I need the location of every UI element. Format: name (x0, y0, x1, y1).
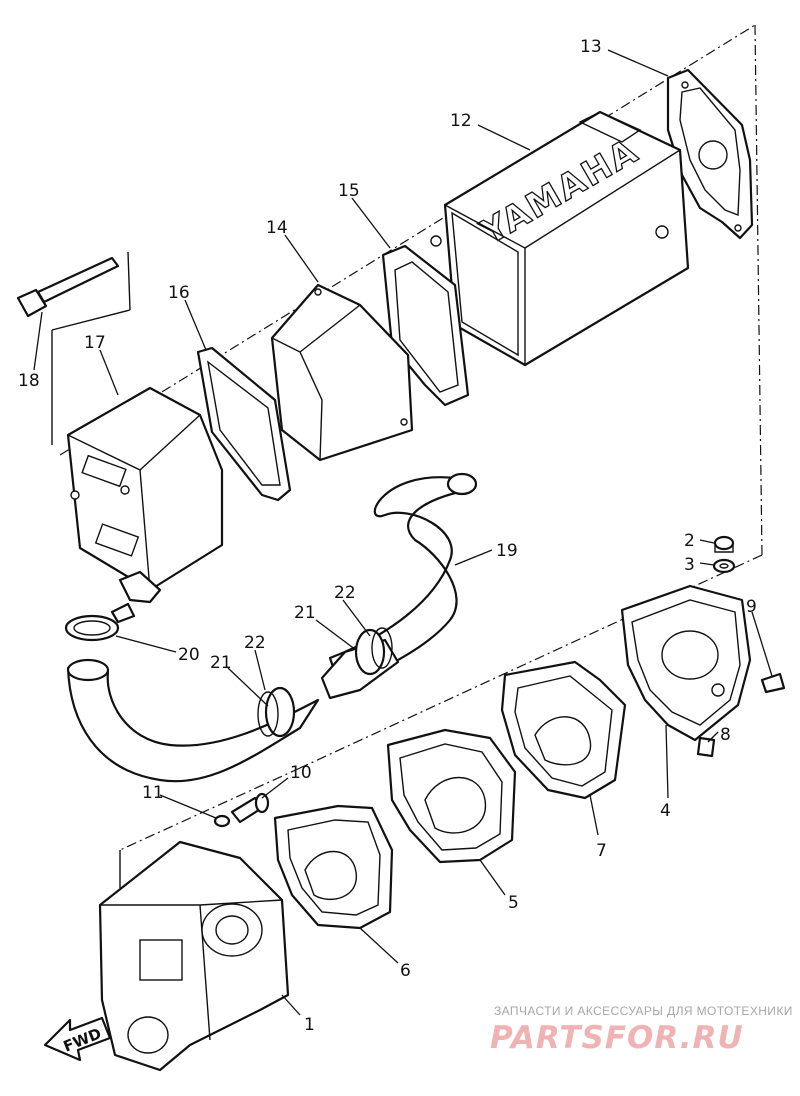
part-5-gasket (386, 728, 517, 864)
callout-1: 1 (304, 1015, 315, 1035)
part-12-muffler: YAMAHA (430, 110, 690, 367)
callout-22-upper: 22 (334, 583, 356, 603)
callout-21-upper: 21 (294, 603, 316, 623)
callout-8: 8 (720, 725, 731, 745)
part-10-bolt (230, 792, 270, 824)
callout-17: 17 (84, 333, 106, 353)
part-9-bolt (760, 672, 786, 694)
callout-7: 7 (596, 841, 607, 861)
callout-6: 6 (400, 961, 411, 981)
watermark-tagline: ЗАПЧАСТИ И АКСЕССУАРЫ ДЛЯ МОТОТЕХНИКИ (494, 1004, 793, 1018)
callout-21-lower: 21 (210, 653, 232, 673)
callout-22-lower: 22 (244, 633, 266, 653)
part-14-housing (270, 283, 414, 462)
leader-lines (33, 49, 773, 1016)
callout-11: 11 (142, 783, 164, 803)
callout-4: 4 (660, 801, 671, 821)
callout-labels: 13 12 15 14 16 17 18 19 20 21 22 21 22 2… (18, 37, 757, 1035)
part-20-clamp (64, 602, 136, 642)
part-8-bolt (696, 736, 716, 758)
callout-3: 3 (684, 555, 695, 575)
callout-12: 12 (450, 111, 472, 131)
callout-5: 5 (508, 893, 519, 913)
part-4-cover (620, 584, 752, 742)
callout-13: 13 (580, 37, 602, 57)
site-watermark: ЗАПЧАСТИ И АКСЕССУАРЫ ДЛЯ МОТОТЕХНИКИ PA… (490, 1004, 793, 1056)
callout-16: 16 (168, 283, 190, 303)
callout-14: 14 (266, 218, 288, 238)
fwd-direction-arrow: FWD (43, 1016, 112, 1062)
callout-9: 9 (746, 597, 757, 617)
callout-15: 15 (338, 181, 360, 201)
part-upper-coupler (320, 627, 400, 700)
part-11-washer (213, 814, 231, 828)
callout-10: 10 (290, 763, 312, 783)
callout-2: 2 (684, 531, 695, 551)
part-2-cap (713, 535, 735, 553)
part-16-gasket (196, 346, 292, 502)
callout-19: 19 (496, 541, 518, 561)
part-7-gasket (500, 660, 627, 800)
part-3-washer (712, 558, 736, 574)
callout-18: 18 (18, 371, 40, 391)
watermark-logo: PARTSFOR.RU (490, 1020, 744, 1056)
part-lower-hose (66, 658, 320, 783)
callout-20: 20 (178, 645, 200, 665)
part-17-air-box (66, 386, 224, 604)
part-6-gasket (273, 804, 394, 930)
part-18-bolt (16, 256, 120, 318)
part-19-hose (328, 472, 478, 690)
part-1-casing (98, 840, 290, 1072)
